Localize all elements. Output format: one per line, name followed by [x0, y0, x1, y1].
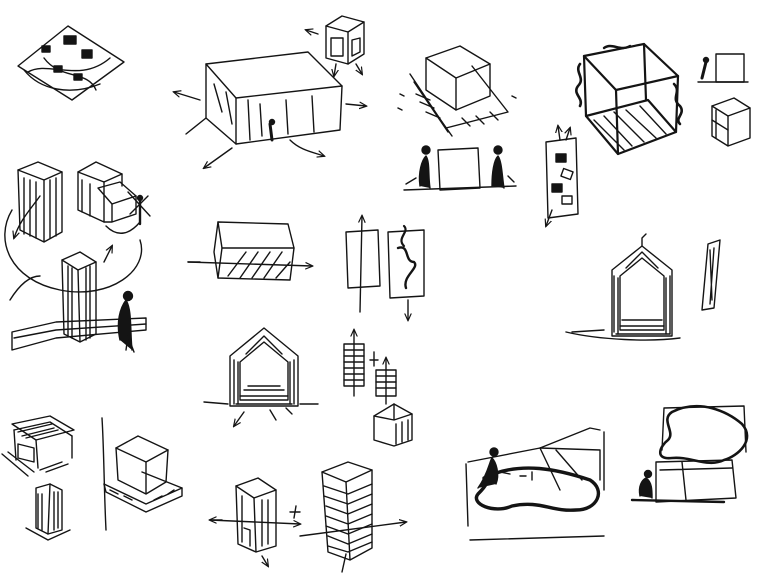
small-cube-pavilion-sketch: [306, 15, 365, 76]
gabled-tunnel-right-sketch: [565, 233, 681, 341]
open-box-with-arrows-sketch: [210, 477, 300, 566]
site-plan-sketch: [17, 25, 125, 101]
small-frame-and-cube-sketch: [697, 53, 751, 147]
two-figures-with-frame-sketch: [403, 145, 517, 191]
floating-frames-sketch: [546, 126, 579, 226]
thin-panel-sketch: [701, 239, 721, 311]
cube-frame-with-vines-sketch: [575, 42, 683, 156]
small-pavilion-sketch: [1, 415, 107, 541]
blob-landscape-with-figure-sketch: [465, 427, 605, 541]
stacked-panels-and-house-sketch: [343, 330, 413, 447]
gabled-box-section-sketch: [187, 221, 312, 281]
cloud-frame-sketch: [630, 404, 749, 504]
raised-box-on-deck-sketch: [397, 45, 517, 137]
cube-on-platform-sketch: [103, 435, 183, 513]
stacked-slab-tower-sketch: [299, 461, 406, 573]
gabled-tunnel-center-sketch: [203, 327, 319, 426]
long-building-with-arrows-sketch: [174, 51, 366, 168]
two-panels-elevation-sketch: [345, 216, 425, 320]
tower-massing-study-sketch: [4, 161, 151, 353]
